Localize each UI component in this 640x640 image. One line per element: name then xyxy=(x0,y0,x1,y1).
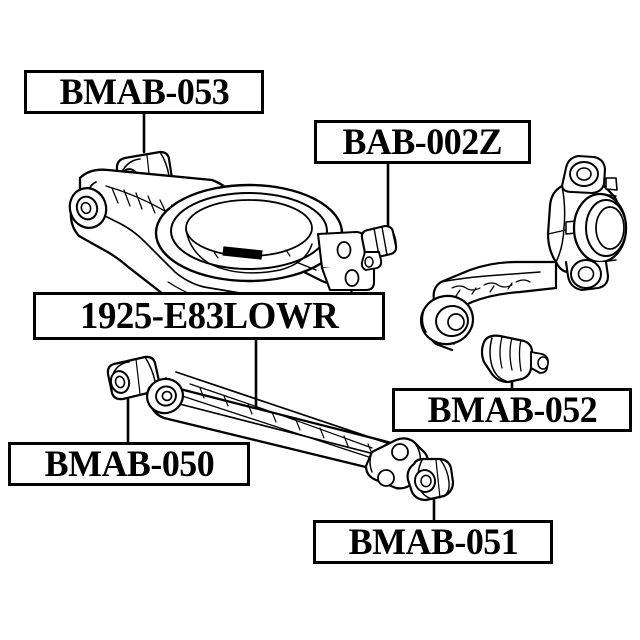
part-label-bab-002z-text: BAB-002Z xyxy=(342,121,503,163)
part-label-bmab-052[interactable]: BMAB-052 xyxy=(392,388,632,432)
part-label-bmab-050-text: BMAB-050 xyxy=(44,443,214,485)
part-label-bmab-050[interactable]: BMAB-050 xyxy=(8,442,250,486)
part-label-bmab-053-text: BMAB-053 xyxy=(59,71,229,113)
part-label-1925-e83lowr-text: 1925-E83LOWR xyxy=(79,295,339,337)
knuckle-assembly xyxy=(419,154,628,352)
part-label-bmab-051-text: BMAB-051 xyxy=(348,521,518,563)
ball-joint-pin xyxy=(360,224,398,271)
part-label-bab-002z[interactable]: BAB-002Z xyxy=(314,120,531,164)
upper-control-arm xyxy=(68,168,376,327)
part-label-1925-e83lowr[interactable]: 1925-E83LOWR xyxy=(33,292,385,340)
knuckle-tapered-bushing xyxy=(480,334,549,384)
lower-arm-rear-bushing xyxy=(406,457,455,502)
part-label-bmab-053[interactable]: BMAB-053 xyxy=(24,70,264,114)
part-label-bmab-051[interactable]: BMAB-051 xyxy=(313,520,553,564)
part-label-bmab-052-text: BMAB-052 xyxy=(427,389,597,431)
